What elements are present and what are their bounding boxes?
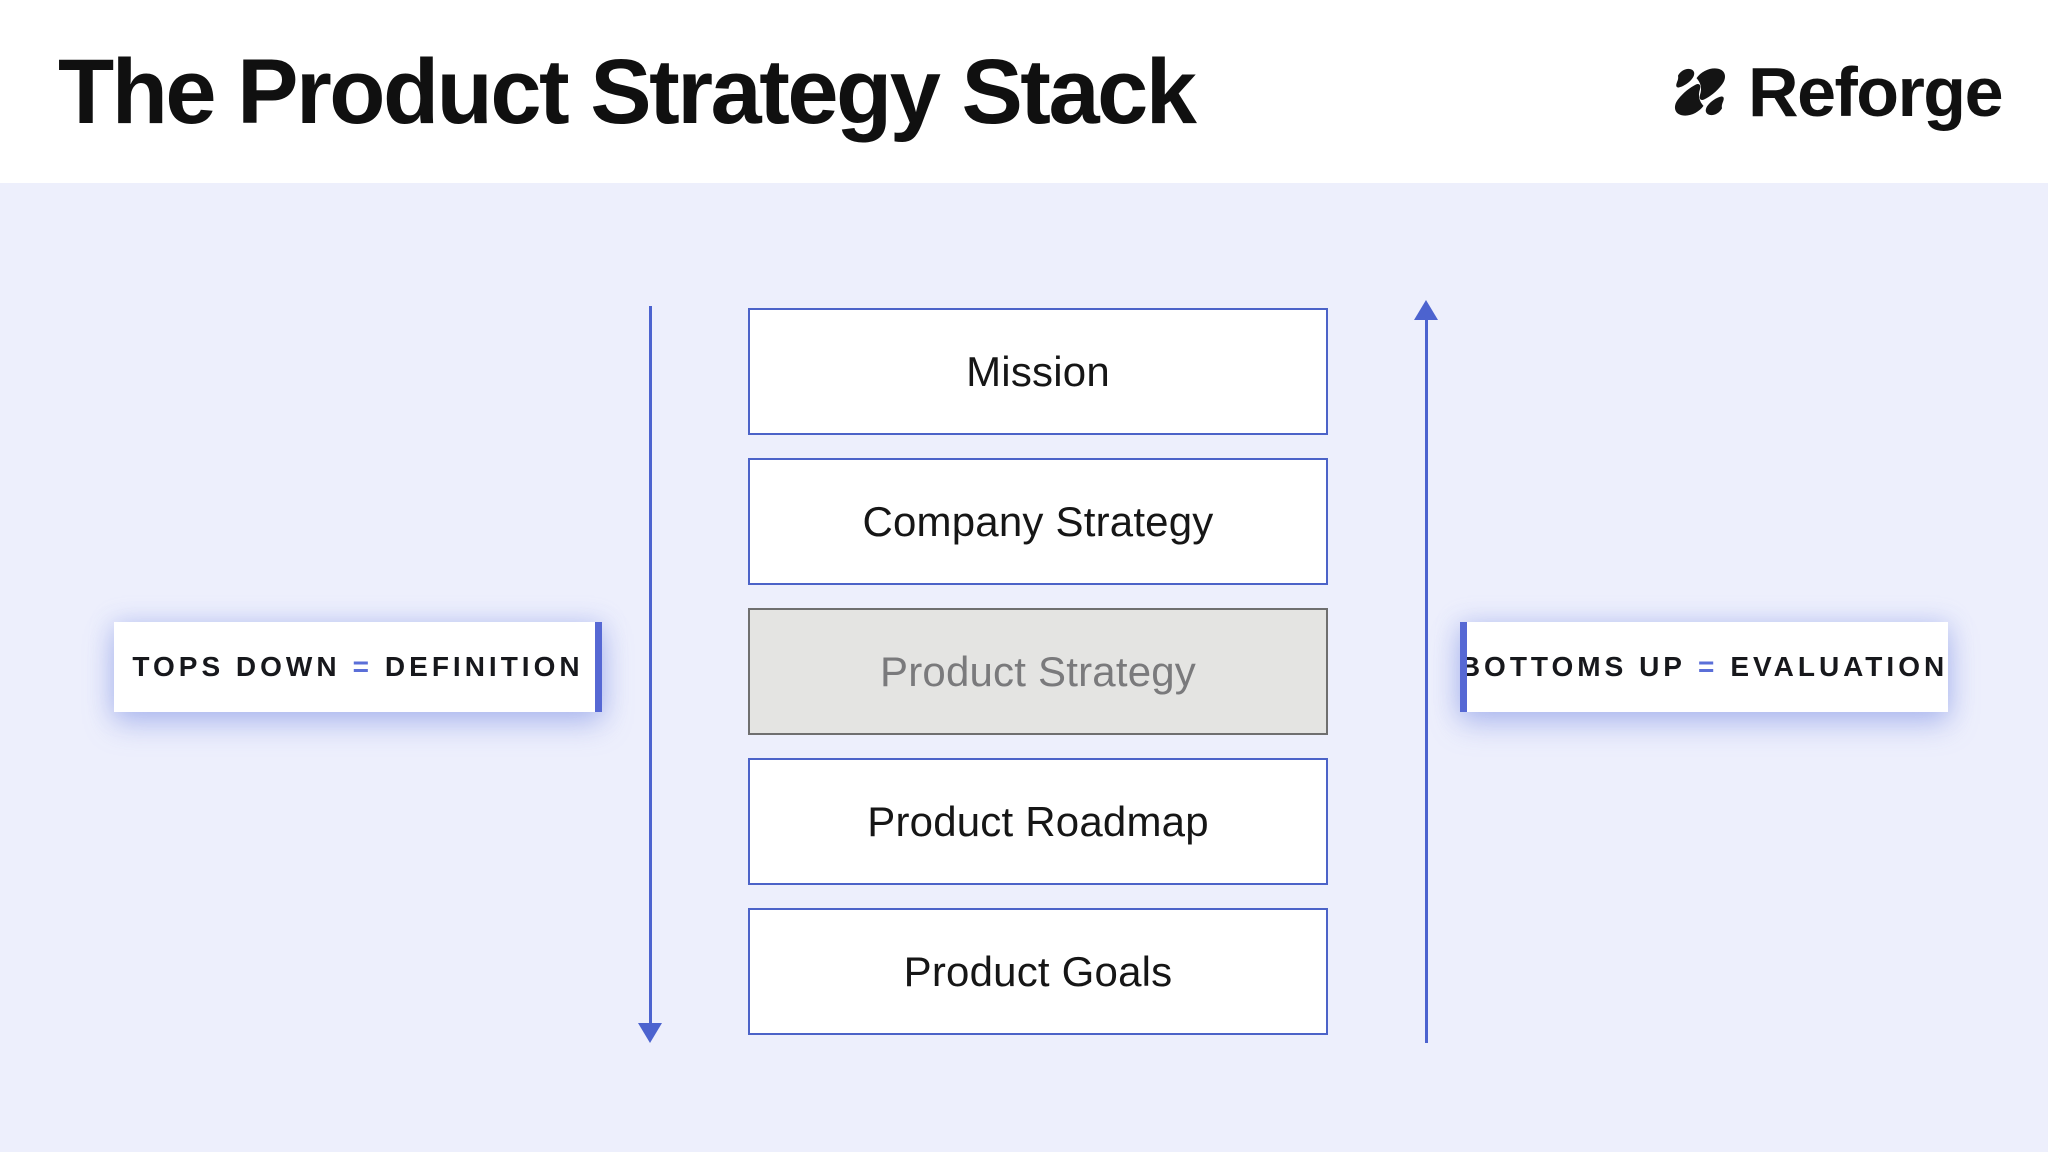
brand: Reforge [1668,52,2003,131]
bottoms-up-term: BOTTOMS UP [1459,651,1686,682]
stack-box-label: Product Goals [903,947,1173,995]
stack-box-label: Mission [966,347,1110,395]
bottoms-up-result: EVALUATION [1730,651,1949,682]
strategy-stack: Mission Company Strategy Product Strateg… [748,308,1328,1035]
stack-box-product-roadmap: Product Roadmap [748,758,1328,885]
equals-sign: = [352,651,373,682]
tops-down-result: DEFINITION [384,651,584,682]
equals-sign: = [1697,651,1719,682]
header: The Product Strategy Stack Reforge [0,0,2048,183]
label-edge-bar [595,622,602,712]
stack-box-label: Product Strategy [879,647,1197,695]
label-edge-bar [1460,622,1467,712]
stack-box-label: Product Roadmap [867,797,1209,845]
stack-box-product-strategy: Product Strategy [748,608,1328,735]
reforge-logo-icon [1674,67,1726,116]
stack-box-label: Company Strategy [862,497,1214,545]
stack-box-company-strategy: Company Strategy [748,458,1328,585]
tops-down-label: TOPS DOWN = DEFINITION [114,622,602,712]
arrow-up-head [1414,300,1438,320]
arrow-up-icon [1414,300,1438,1043]
page-title: The Product Strategy Stack [58,40,1197,143]
arrow-down-line [648,306,652,1023]
tops-down-term: TOPS DOWN [132,651,341,682]
arrow-down-head [638,1023,662,1043]
arrow-up-line [1424,320,1428,1043]
stack-box-mission: Mission [748,308,1328,435]
brand-name: Reforge [1748,52,2003,131]
arrow-down-icon [638,306,662,1043]
bottoms-up-label: BOTTOMS UP = EVALUATION [1460,622,1948,712]
stack-box-product-goals: Product Goals [748,908,1328,1035]
